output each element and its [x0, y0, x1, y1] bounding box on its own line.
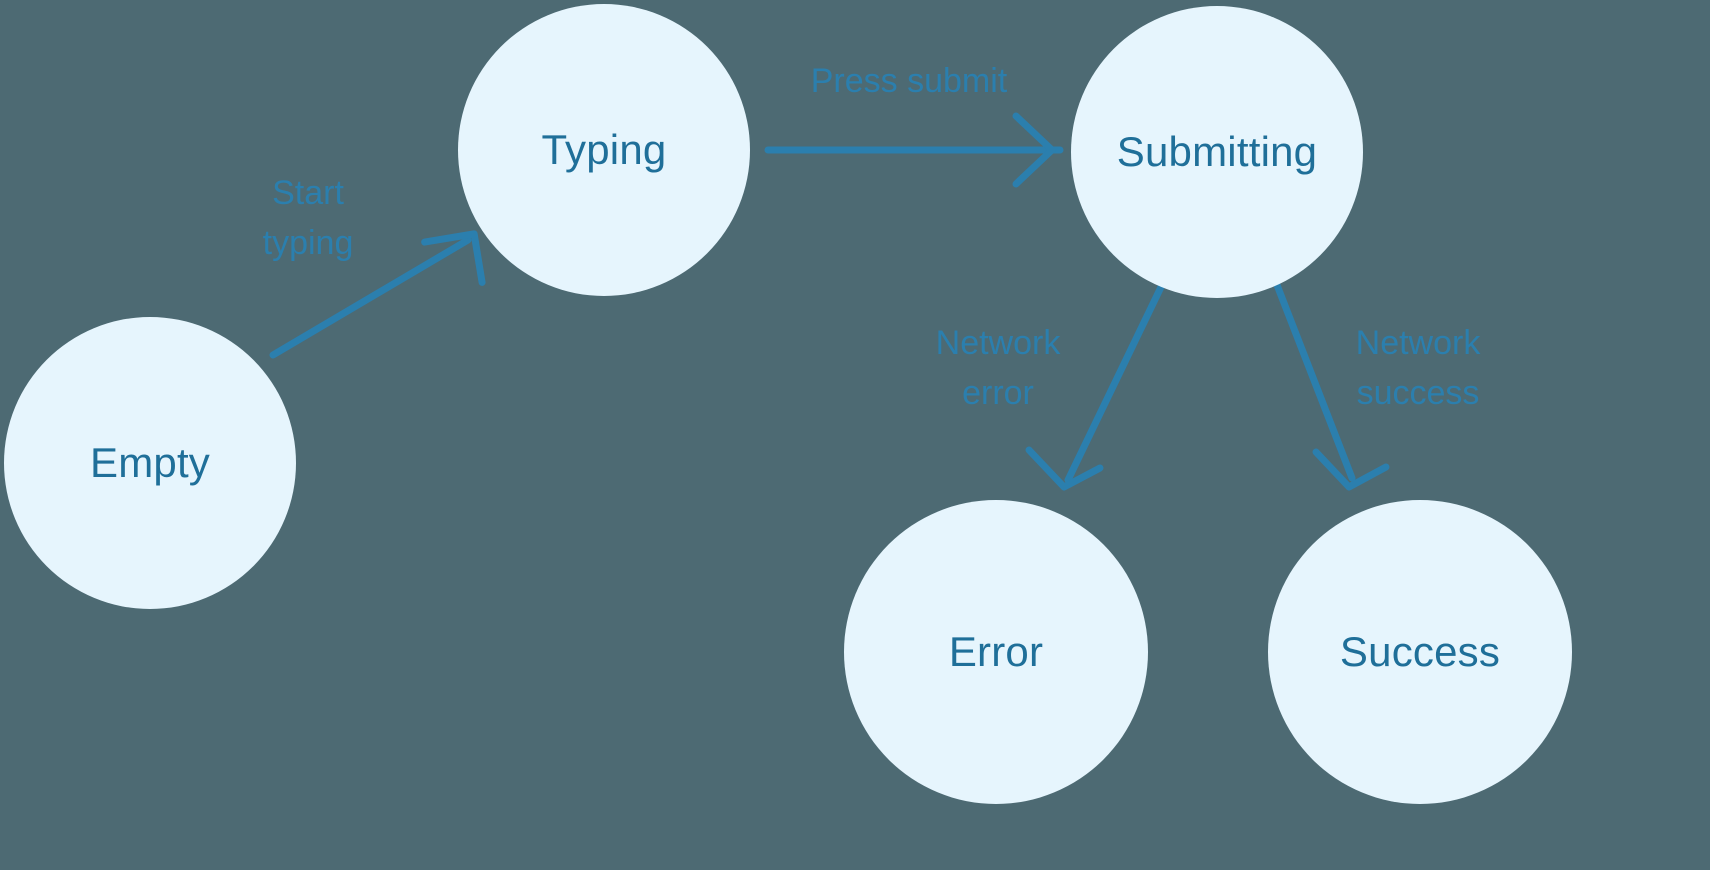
arrowhead-submitting-to-error [1025, 446, 1104, 491]
edge-label-network-success: Network success [1355, 324, 1481, 412]
state-node-submitting-label: Submitting [1116, 128, 1318, 175]
state-node-error[interactable]: Error [844, 500, 1148, 804]
edge-line-submitting-to-error [1064, 281, 1166, 484]
state-node-success[interactable]: Success [1268, 500, 1572, 804]
arrowhead-empty-to-typing [421, 230, 486, 286]
state-node-success-label: Success [1339, 628, 1501, 675]
state-node-typing-label: Typing [541, 126, 667, 173]
edge-line-submitting-to-success [1273, 281, 1356, 482]
state-node-error-label: Error [948, 628, 1044, 675]
edge-label-network-error: Network error [935, 324, 1061, 412]
state-node-typing[interactable]: Typing [458, 4, 750, 296]
state-node-empty[interactable]: Empty [4, 317, 296, 609]
edge-label-press-submit: Press submit [810, 62, 1008, 100]
arrowhead-typing-to-submitting [1012, 112, 1056, 188]
edge-typing-to-submitting [764, 112, 1064, 188]
state-node-empty-label: Empty [89, 439, 211, 486]
state-node-submitting[interactable]: Submitting [1071, 6, 1363, 298]
arrowhead-submitting-to-success [1312, 448, 1390, 491]
edge-label-start-typing: Start typing [262, 174, 354, 262]
